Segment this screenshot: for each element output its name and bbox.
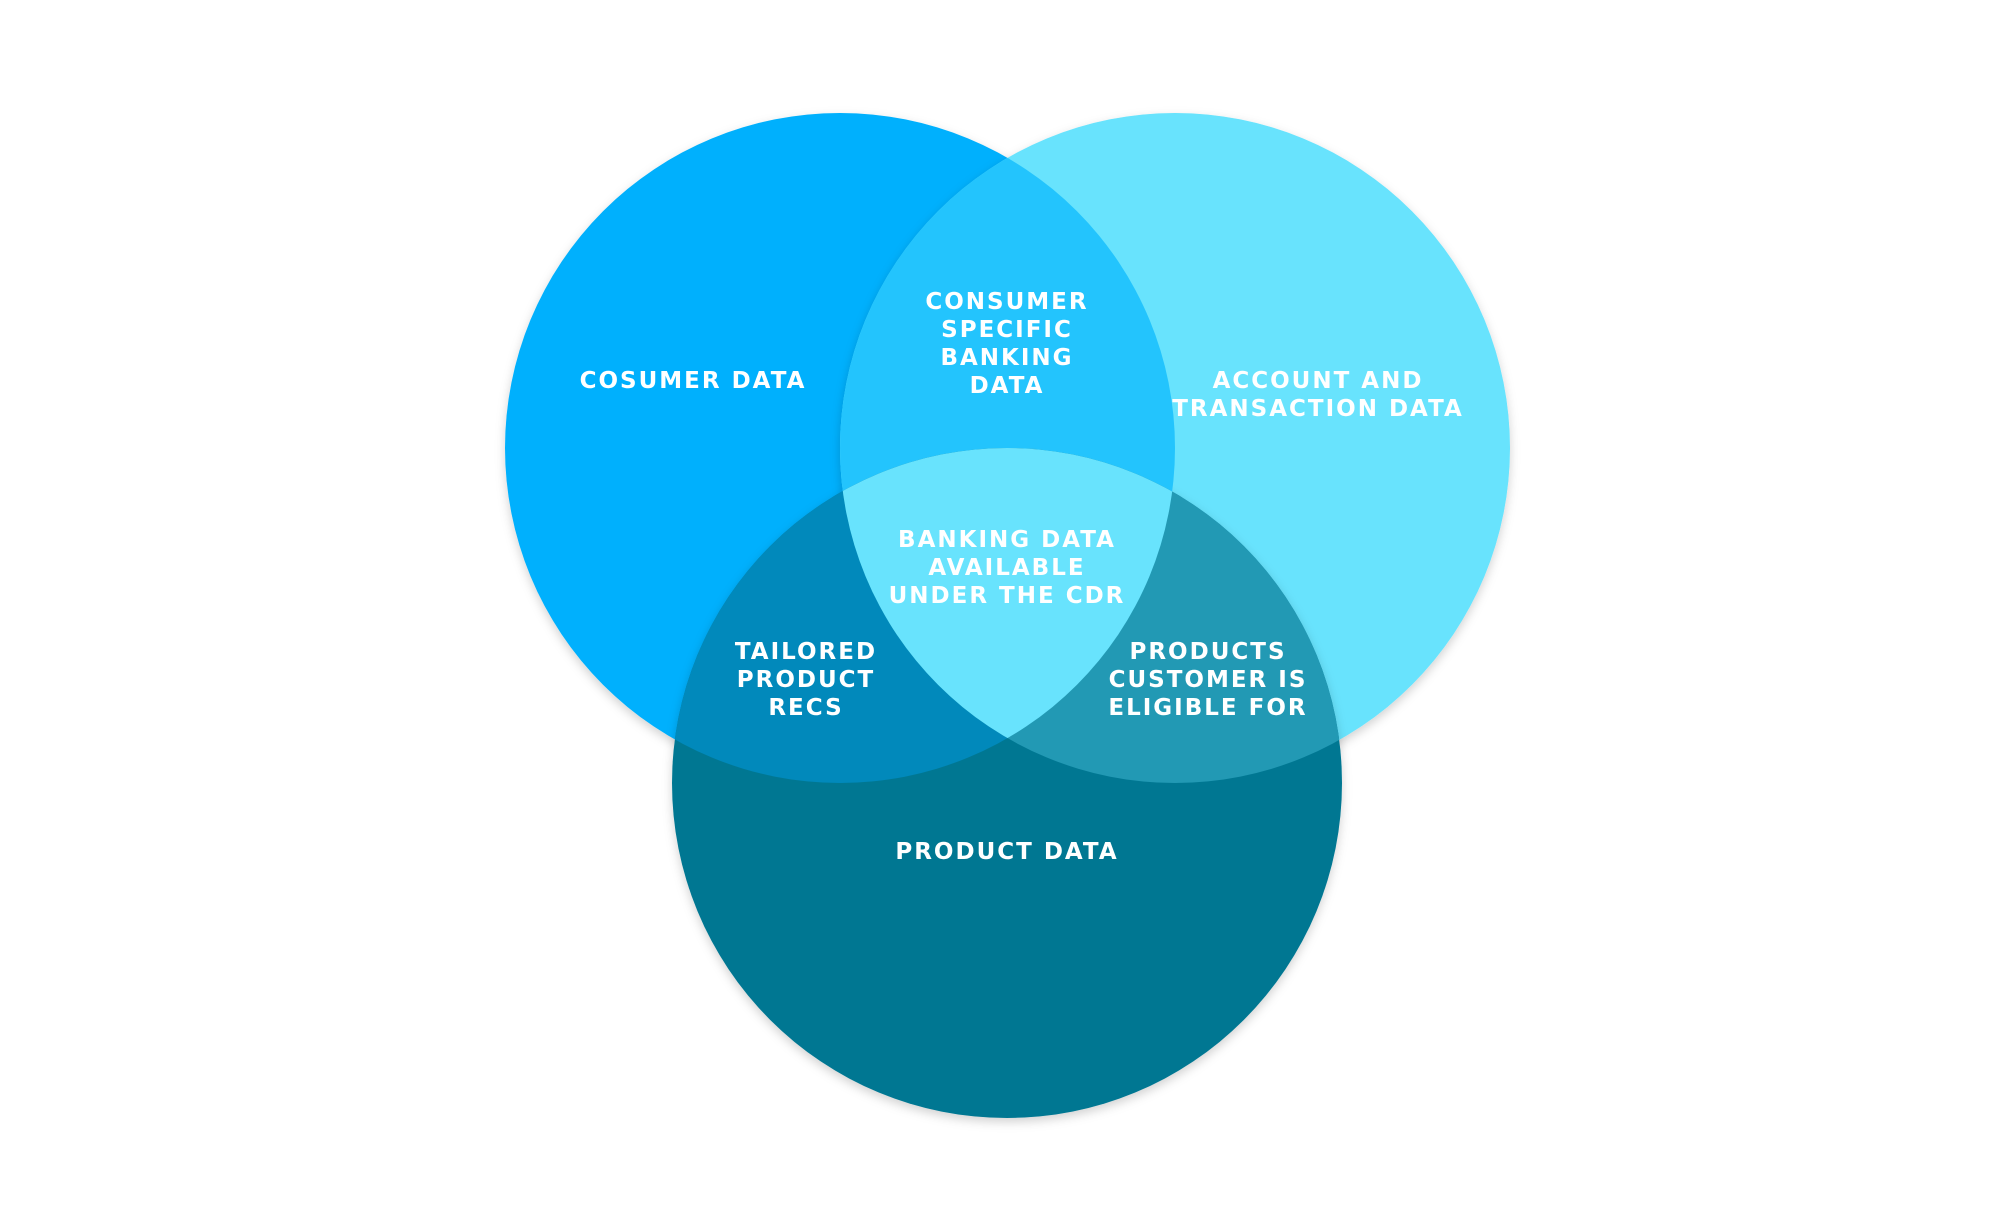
label-line: TRANSACTION DATA xyxy=(1172,396,1464,422)
label-line: BANKING xyxy=(940,345,1073,371)
label-line: COSUMER DATA xyxy=(580,368,807,394)
label-line: PRODUCTS xyxy=(1129,639,1286,665)
label-line: DATA xyxy=(970,373,1045,399)
label-line: CUSTOMER IS xyxy=(1109,667,1308,693)
consumer-data-label: COSUMER DATA xyxy=(580,368,807,394)
product-data-label: PRODUCT DATA xyxy=(895,839,1118,865)
label-line: ACCOUNT AND xyxy=(1213,368,1424,394)
label-line: BANKING DATA xyxy=(898,527,1116,553)
account-product-overlap xyxy=(840,448,1342,783)
label-line: CONSUMER xyxy=(925,289,1088,315)
label-line: RECS xyxy=(768,695,843,721)
label-line: PRODUCT xyxy=(737,667,875,693)
label-line: AVAILABLE xyxy=(928,555,1085,581)
label-line: PRODUCT DATA xyxy=(895,839,1118,865)
label-line: TAILORED xyxy=(735,639,877,665)
label-line: ELIGIBLE FOR xyxy=(1108,695,1307,721)
label-line: SPECIFIC xyxy=(941,317,1073,343)
label-line: UNDER THE CDR xyxy=(889,583,1126,609)
